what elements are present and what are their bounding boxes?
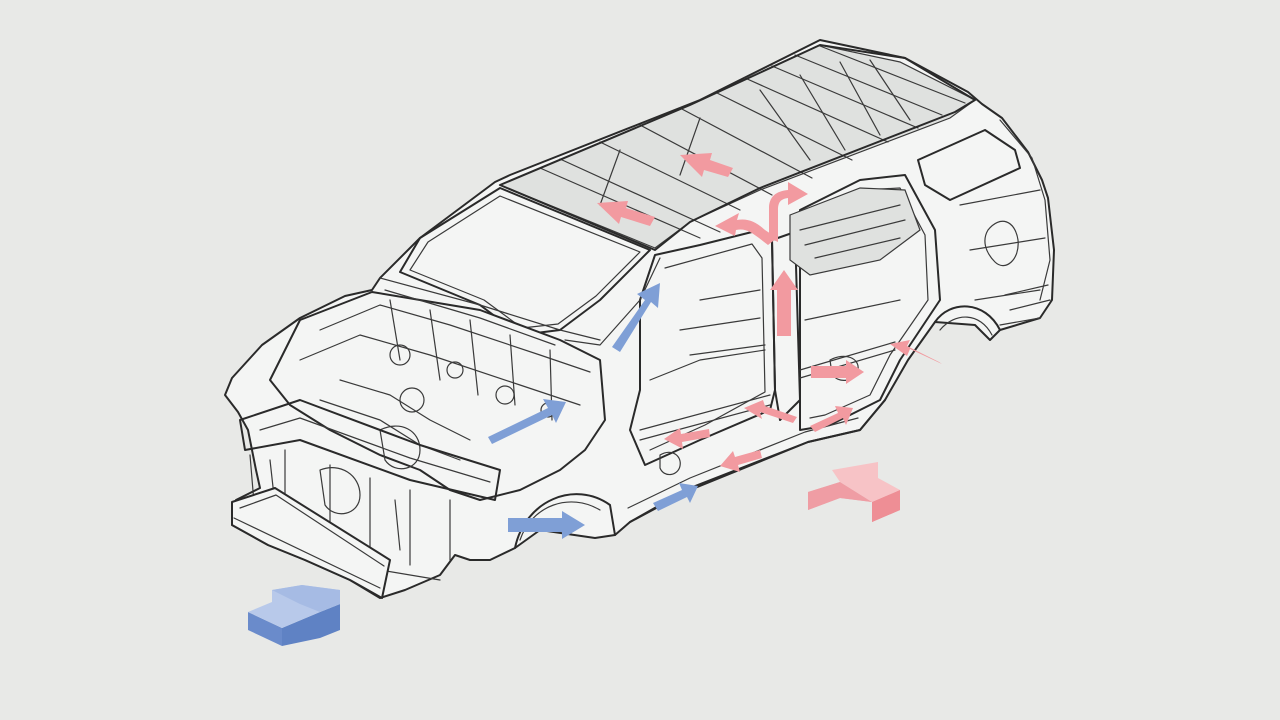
block-arrow-icon [808, 462, 900, 522]
front-impact-arrow [248, 585, 340, 646]
arrow-icon [720, 450, 762, 472]
arrow-icon [890, 340, 942, 364]
arrow-icon [680, 153, 733, 177]
arrow-icon [488, 399, 566, 444]
block-arrow-icon [248, 585, 340, 646]
arrow-icon [612, 283, 660, 352]
arrow-icon [810, 406, 853, 432]
arrow-icon [653, 483, 698, 511]
arrow-icon [597, 201, 655, 226]
frontal-load-paths [488, 283, 698, 539]
arrow-icon [769, 182, 808, 242]
arrow-icon [770, 270, 798, 336]
arrow-icon [811, 360, 864, 384]
arrow-icon [715, 213, 777, 245]
side-load-paths [597, 153, 942, 472]
arrow-icon [744, 400, 797, 423]
arrow-icon [664, 428, 710, 449]
side-impact-arrow [808, 462, 900, 522]
arrow-icon [508, 511, 585, 539]
